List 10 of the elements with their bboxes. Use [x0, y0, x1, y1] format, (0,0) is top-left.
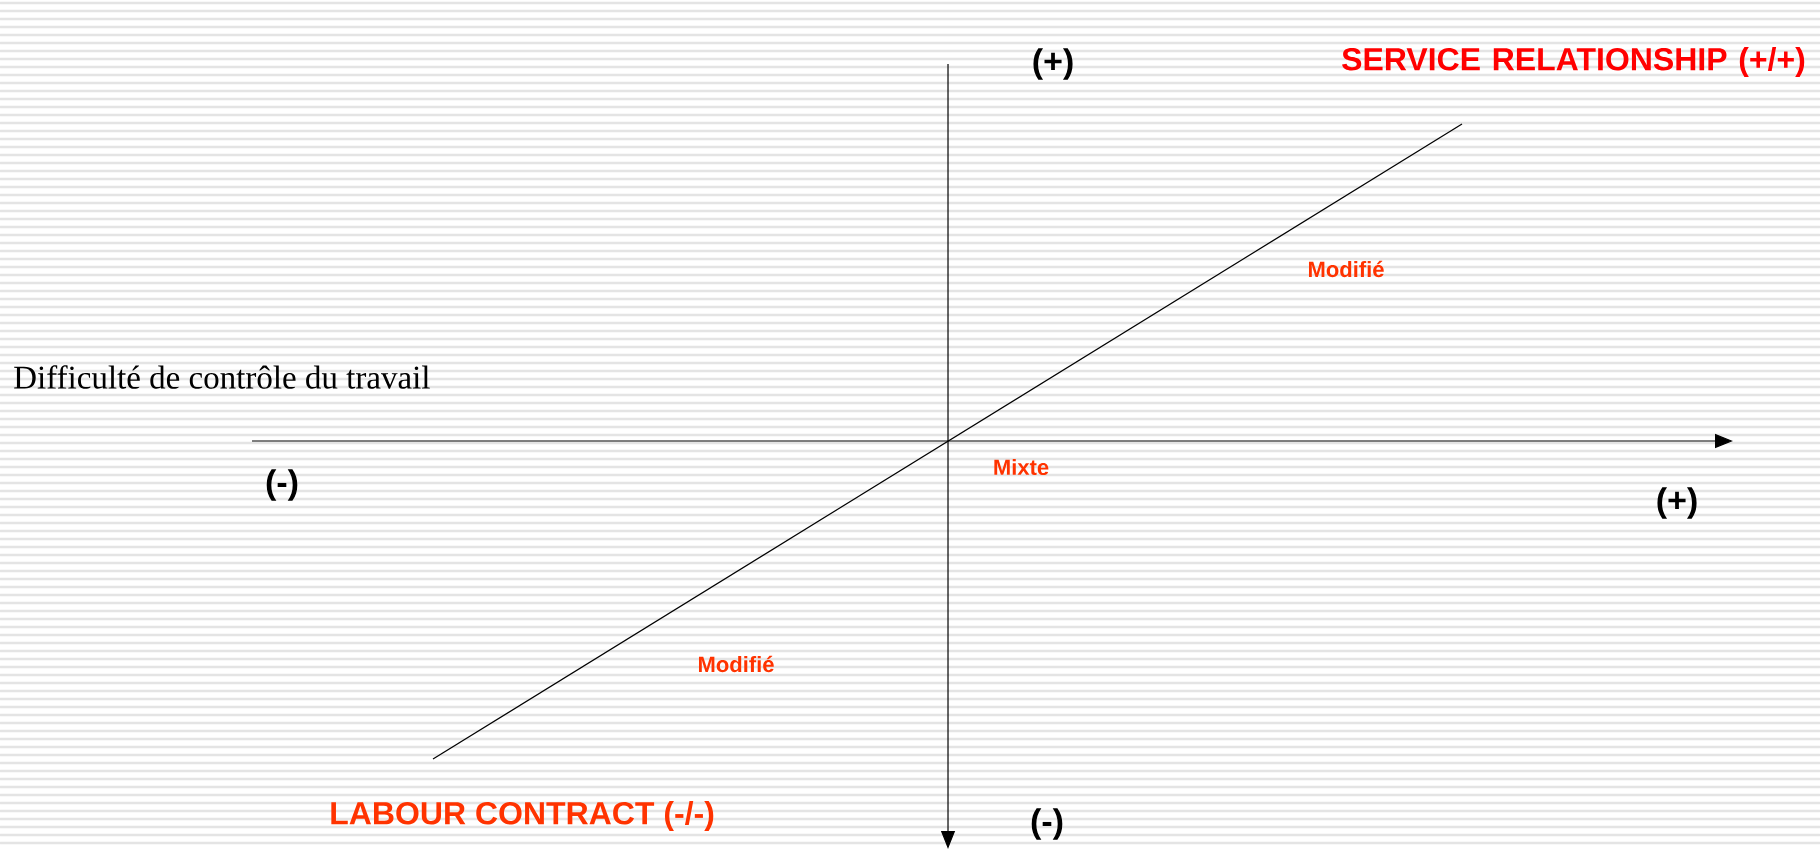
axis-label: (+): [1033, 48, 1073, 80]
axis-label: (+): [1657, 487, 1697, 519]
axis-label: SERVICE RELATIONSHIP (+/+): [1342, 47, 1805, 77]
axis-label: Modifié: [699, 655, 774, 673]
axis-label: (-): [266, 469, 298, 501]
axis-label: Modifié: [1309, 260, 1384, 278]
axis-label: Difficulté de contrôle du travail: [14, 365, 430, 389]
axis-label: LABOUR CONTRACT (-/-): [331, 801, 714, 831]
axis-label: (-): [1031, 808, 1063, 840]
axis-label: Mixte: [994, 458, 1049, 476]
